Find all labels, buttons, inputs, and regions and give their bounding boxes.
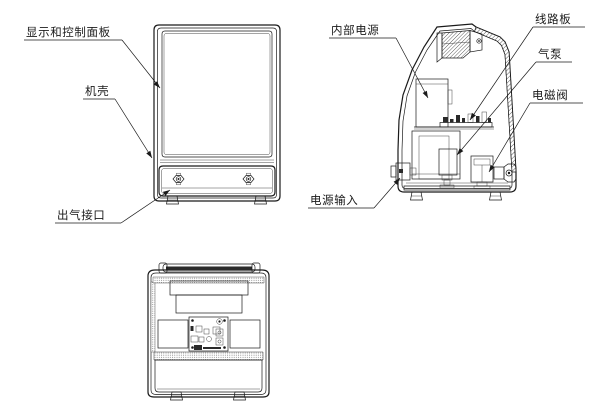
callout-label-air_pump: 气泵 <box>538 47 562 61</box>
rear-foot-left <box>170 391 183 401</box>
front-view <box>153 24 281 205</box>
rear-housing-outline <box>147 269 270 398</box>
front-foot-right <box>254 195 267 205</box>
rear-lower-hatch-band <box>153 351 264 361</box>
callout-label-housing: 机壳 <box>85 84 109 98</box>
callout-solenoid_valve: 电磁阀 <box>488 88 583 173</box>
rear-view <box>147 262 270 401</box>
front-housing-outline <box>153 24 281 202</box>
solenoid-valve[interactable] <box>470 155 494 189</box>
rear-control-board[interactable] <box>188 316 229 352</box>
air-outlet-port-right[interactable] <box>242 172 255 186</box>
callout-arrowhead-solenoid_valve <box>489 164 495 172</box>
callout-arrowhead-internal_power <box>422 90 428 98</box>
front-port-bay-inner <box>161 168 273 194</box>
display-and-control-panel[interactable] <box>161 30 273 158</box>
callout-label-air_outlet: 出气接口 <box>57 208 105 222</box>
callout-leader-housing <box>114 98 153 159</box>
callout-leader-circuit_board <box>469 26 534 121</box>
callout-circuit_board: 线路板 <box>469 12 585 121</box>
callout-arrowhead-air_outlet <box>162 190 170 196</box>
rear-upper-hatch-band <box>152 276 265 284</box>
rear-vent-right <box>229 319 261 349</box>
side-foot-left <box>410 191 423 201</box>
rear-vent-left <box>157 319 189 349</box>
callout-leader-solenoid_valve <box>488 102 531 173</box>
callout-display_panel: 显示和控制面板 <box>24 25 161 89</box>
callout-leader-display_panel <box>121 39 161 89</box>
callout-leader-internal_power <box>395 37 429 99</box>
front-foot-left <box>166 195 179 205</box>
circuit-board[interactable] <box>439 111 493 128</box>
rear-bottom-compartment <box>154 359 263 393</box>
callout-internal_power: 内部电源 <box>329 23 429 99</box>
callout-label-internal_power: 内部电源 <box>331 23 379 37</box>
side-foot-right <box>489 191 502 201</box>
side-cutaway-view <box>390 23 517 201</box>
power-input-connector[interactable] <box>390 162 417 181</box>
front-port-bay <box>158 165 276 197</box>
callout-power_input: 电源输入 <box>308 177 401 209</box>
side-base-plate <box>403 185 511 191</box>
callout-arrowhead-power_input <box>393 178 400 185</box>
handle-detail-line <box>441 41 471 45</box>
rear-housing-inner <box>150 272 267 395</box>
handle-section-hatch <box>441 30 471 59</box>
callout-air_outlet: 出气接口 <box>55 189 171 224</box>
callout-arrowhead-air_pump <box>457 148 464 155</box>
callout-label-circuit_board: 线路板 <box>535 12 571 26</box>
display-panel-bezel <box>163 33 271 155</box>
outlet-fitting-side[interactable] <box>493 163 517 183</box>
callout-label-display_panel: 显示和控制面板 <box>26 25 111 39</box>
callout-leader-air_pump <box>456 61 537 156</box>
handle-rear-block <box>469 30 483 53</box>
handle-front-lip <box>436 32 443 63</box>
handle-pivot-screw <box>476 38 482 44</box>
callout-arrowhead-housing <box>146 150 152 158</box>
callout-air_pump: 气泵 <box>456 47 572 156</box>
air-pump[interactable] <box>411 130 461 189</box>
rear-foot-right <box>233 391 246 401</box>
callout-housing: 机壳 <box>83 84 153 159</box>
rear-left-edge-strip <box>150 281 156 353</box>
rear-handle[interactable] <box>158 262 261 274</box>
callout-leader-air_outlet <box>120 189 171 224</box>
air-outlet-port-left[interactable] <box>172 172 185 186</box>
callout-label-power_input: 电源输入 <box>310 193 358 207</box>
callout-arrowhead-circuit_board <box>470 112 476 120</box>
handle-pivot-center <box>478 40 480 42</box>
rear-label-plate <box>175 294 243 314</box>
callout-arrowhead-display_panel <box>153 81 160 88</box>
callout-label-solenoid_valve: 电磁阀 <box>532 88 568 102</box>
